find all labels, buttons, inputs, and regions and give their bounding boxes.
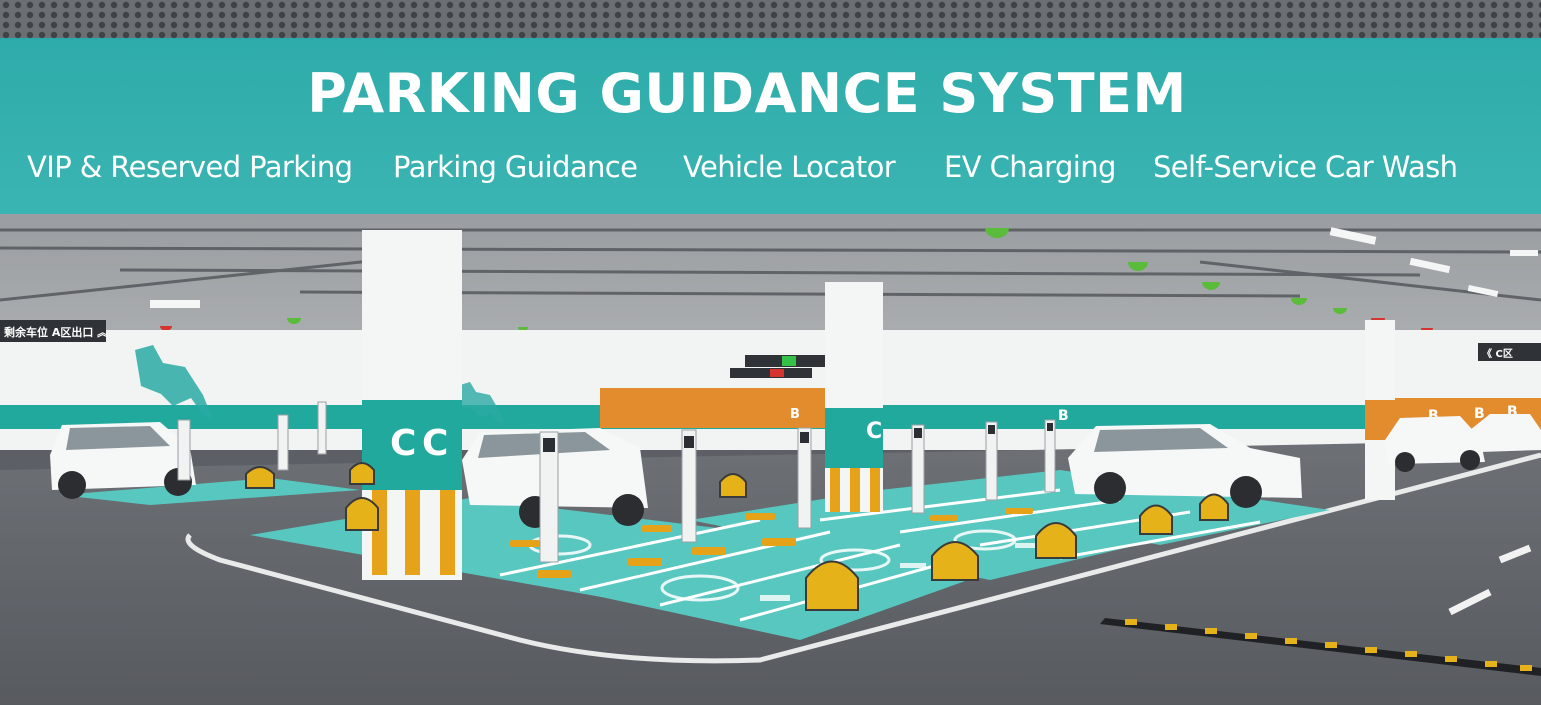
feature-self-service-car-wash: Self-Service Car Wash [1153, 150, 1458, 184]
wheel-stops [510, 508, 1033, 578]
wall-b-label-4: B [1058, 408, 1069, 424]
ceiling-mesh [0, 0, 1541, 40]
wall-orange-panel [600, 388, 830, 428]
car-white-suv-right [1068, 424, 1302, 508]
pillar-c-center [825, 282, 883, 512]
exit-sign-text: 剩余车位 A区出口 ︽ [4, 325, 108, 339]
car-white-suv-center [462, 428, 648, 528]
pillar-c-label: C [390, 423, 416, 464]
lane-outline [185, 452, 1541, 664]
car-white-suv-left [50, 422, 196, 499]
pillar-right [1365, 320, 1395, 500]
guidance-display-boards [730, 355, 825, 378]
horse-mural-icon-2 [460, 382, 505, 426]
ev-charging-posts [177, 401, 1056, 563]
feature-vip-reserved-parking: VIP & Reserved Parking [27, 150, 353, 184]
wall-b-label-2: B [1474, 406, 1485, 422]
lane-dashes [1448, 544, 1532, 616]
feature-vehicle-locator: Vehicle Locator [683, 150, 896, 184]
pillar-c-center-label: C [866, 419, 882, 444]
parking-icon [528, 529, 1017, 602]
parking-locks [245, 462, 1229, 611]
feature-ev-charging: EV Charging [944, 150, 1116, 184]
feature-parking-guidance: Parking Guidance [393, 150, 638, 184]
speed-bump-stripes [1125, 619, 1532, 671]
horse-mural-icon [135, 345, 213, 420]
page-title: PARKING GUIDANCE SYSTEM [307, 62, 1187, 125]
car-white-far-right [1385, 414, 1541, 472]
exit-sign-board [0, 320, 106, 342]
right-sign-text: 《 C区 [1482, 347, 1513, 360]
right-sign-board [1478, 343, 1541, 361]
title-banner [0, 38, 1541, 214]
ev-plug-icon [760, 543, 1037, 601]
charger-screens [543, 423, 1053, 452]
wall-b-label: B [1428, 408, 1439, 424]
wall-b-label-5: B [790, 407, 800, 422]
pillar-c-label-2: C [422, 423, 448, 464]
wall-b-label-3: B [1507, 404, 1518, 420]
ceiling-lights [150, 227, 1538, 308]
